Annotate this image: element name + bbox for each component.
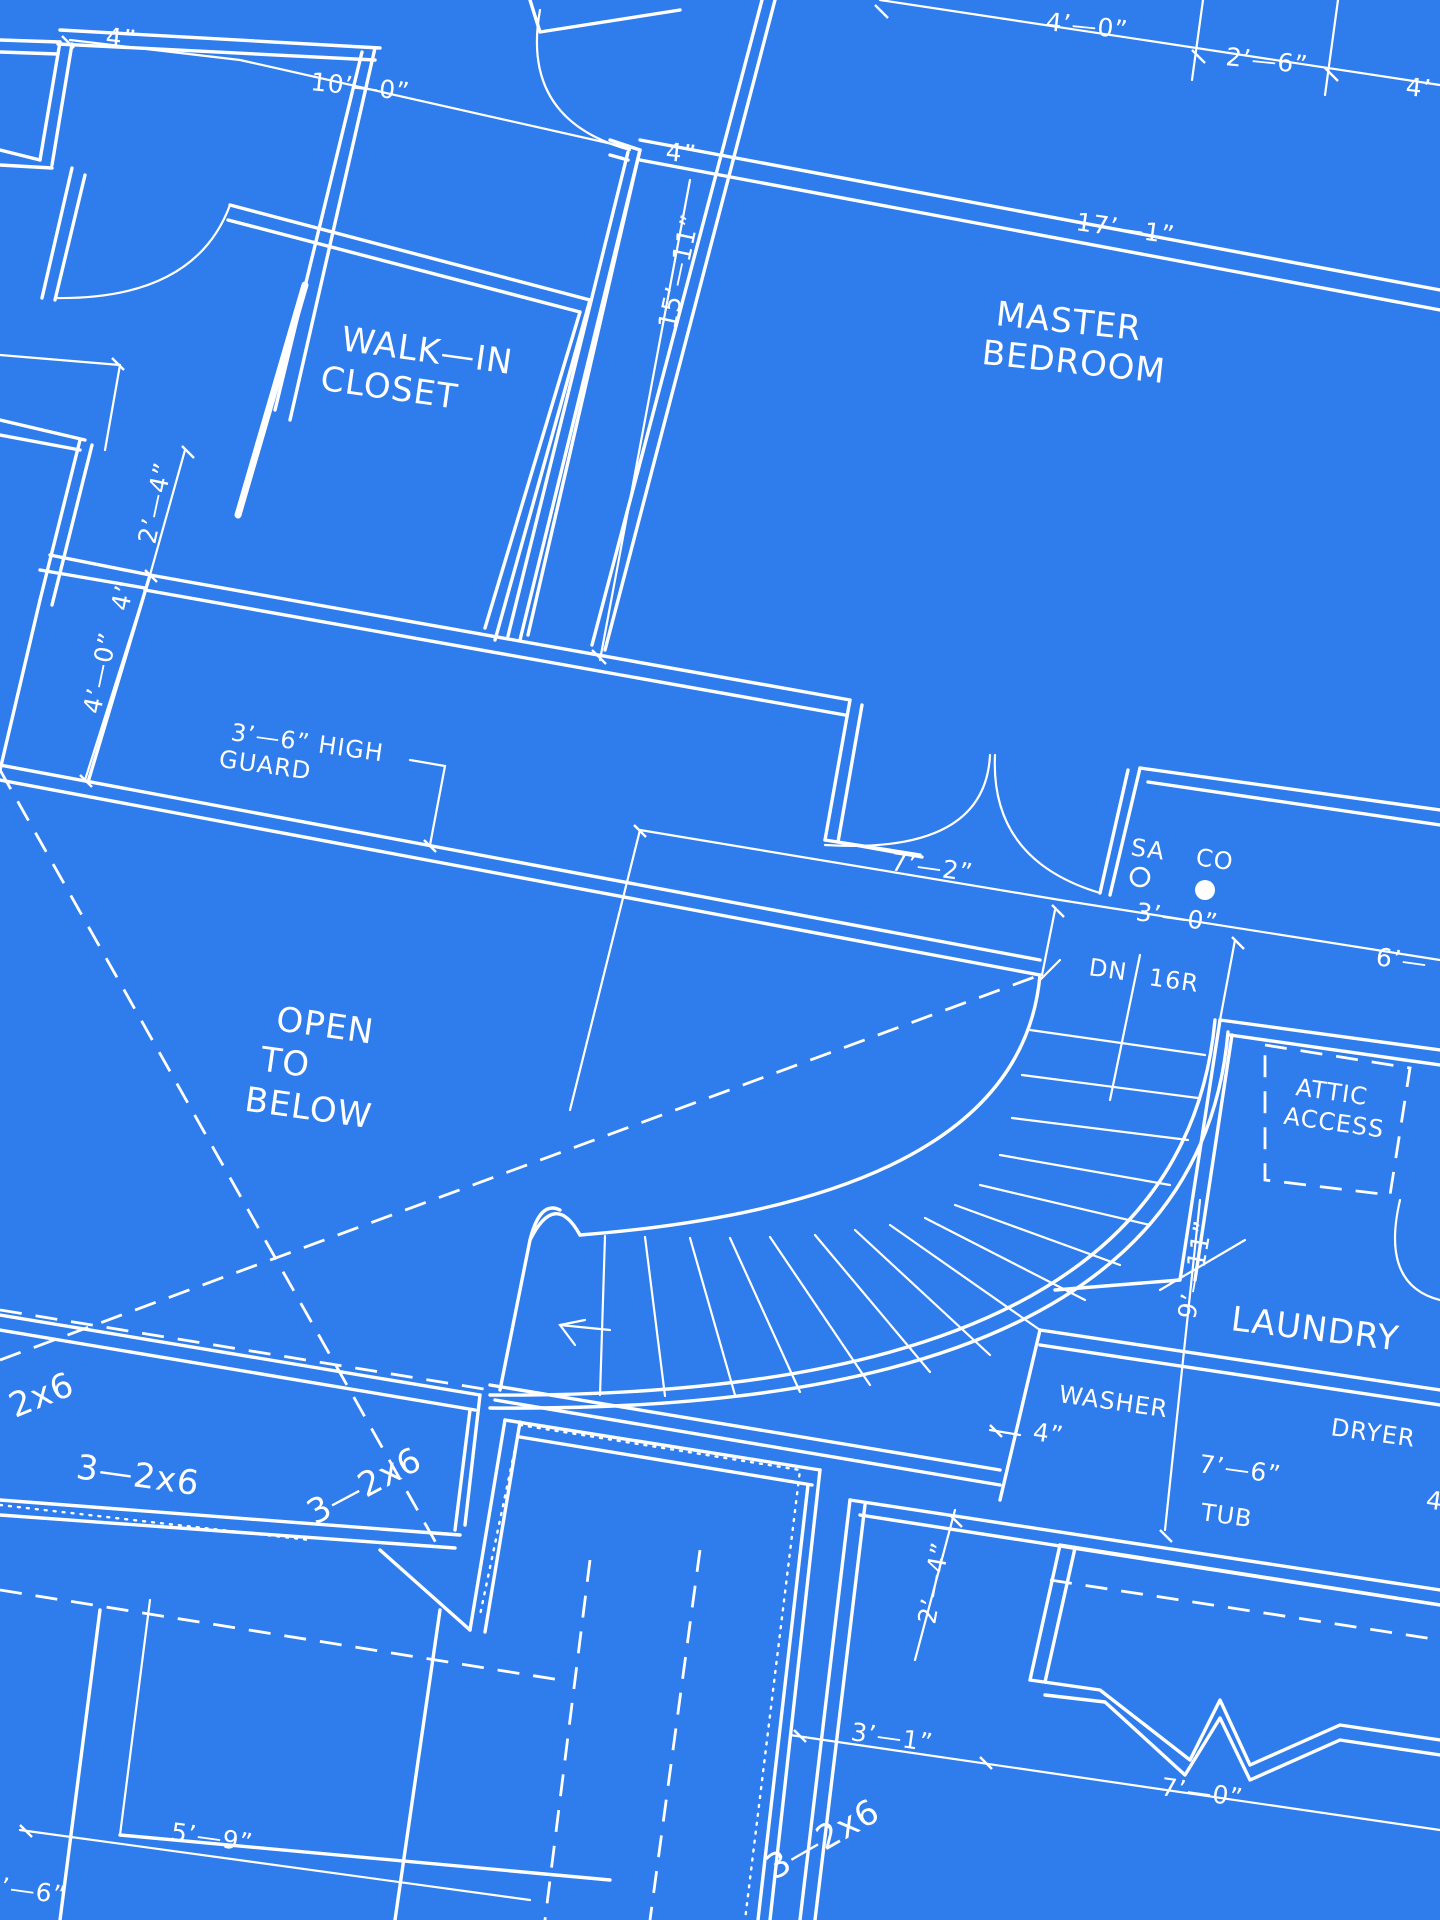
stair-dn-label: DN <box>1087 953 1129 986</box>
attic-access-line-2: ACCESS <box>1282 1102 1386 1144</box>
dim-10-0: 10’—0” <box>309 67 411 106</box>
spiral-stair <box>488 953 1230 1410</box>
dim-4-0-top: 4’—0” <box>1044 7 1129 44</box>
attic-access-label: ATTIC ACCESS <box>1282 1073 1386 1144</box>
sa-label: SA <box>1129 833 1167 865</box>
laundry-label: LAUNDRY <box>1229 1299 1401 1359</box>
stair-risers-label: 16R <box>1147 963 1201 998</box>
dashed-lines <box>0 769 1440 1920</box>
closet-rod <box>234 281 309 519</box>
open-to-below-line-2: TO <box>257 1039 313 1086</box>
header-2x6-left: 2x6 <box>3 1364 80 1426</box>
co-label: CO <box>1194 843 1235 876</box>
walk-in-closet-label: WALK—IN CLOSET <box>318 319 515 417</box>
dim-3-0: 3’—0” <box>1134 897 1220 937</box>
open-to-below-label: OPEN TO BELOW <box>242 999 376 1137</box>
dim-4in-left: 4” <box>106 577 141 613</box>
washer-label: WASHER <box>1057 1380 1170 1423</box>
sa-symbol <box>1129 866 1151 888</box>
dim-15-11: 15’—11” <box>653 211 706 331</box>
dim-9-11: 9’—11” <box>1172 1218 1218 1321</box>
dim-4in-closet: 4” <box>664 137 698 169</box>
dim-4in-top-left: 4” <box>104 22 138 54</box>
dim-4-top-right: 4’ <box>1404 72 1433 104</box>
open-to-below-line-3: BELOW <box>242 1080 374 1137</box>
dim-2-6-top: 2’—6” <box>1224 42 1309 79</box>
co-symbol <box>1195 880 1215 900</box>
dim-2-4-lower: 2’—4” <box>912 1540 955 1626</box>
dim-7-0: 7’—0” <box>1159 1772 1245 1812</box>
tub-label: TUB <box>1198 1498 1254 1533</box>
master-bedroom-label: MASTER BEDROOM <box>980 294 1168 392</box>
dim-6-right: 6’— <box>1374 942 1429 978</box>
dim-3-1: 3’—1” <box>849 1717 935 1757</box>
dim-4in-washer: 4” <box>1031 1417 1066 1450</box>
header-3-2x6-center: 3—2x6 <box>300 1439 428 1533</box>
header-3-2x6-left: 3—2x6 <box>74 1447 202 1504</box>
dim-7-2: 7’—2” <box>889 847 975 887</box>
dryer-label: DRYER <box>1329 1413 1417 1453</box>
dim-7-6: 7’—6” <box>1197 1449 1283 1489</box>
dim-4-0-left: 4’—0” <box>78 629 124 716</box>
dim-6-bottom-left: ’—6” <box>0 1872 68 1910</box>
dim-4-dryer: 4 <box>1424 1485 1440 1516</box>
guard-note: 3’—6” HIGH GUARD <box>217 718 385 785</box>
